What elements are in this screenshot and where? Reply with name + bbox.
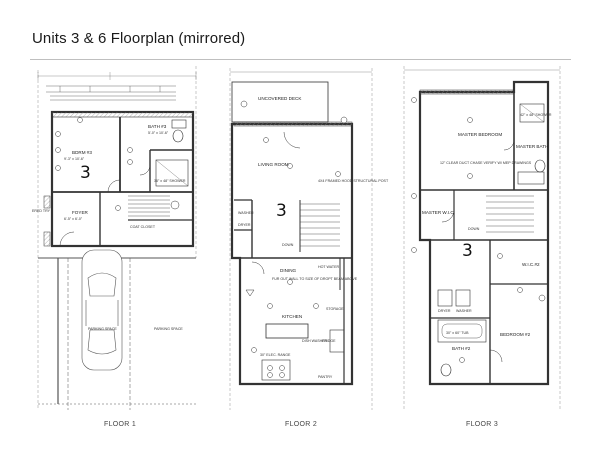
dishwasher-label: DISH WASHER bbox=[302, 339, 328, 343]
dining-label: DINING bbox=[280, 268, 297, 273]
parking-space-1-label: PARKING SPACE bbox=[88, 327, 117, 331]
foyer-dim: 6'-5" x 6'-0" bbox=[64, 217, 83, 221]
duct-chase-note: 12" CLEAR DUCT CHASE VERIFY W/ MEP DRAWI… bbox=[440, 161, 532, 165]
foyer-label: FOYER bbox=[72, 210, 89, 215]
dryer-label-floor-3: DRYER bbox=[438, 309, 451, 313]
entry-edge-text: ERED TRY bbox=[32, 209, 51, 213]
wic-2-label: W.I.C.#2 bbox=[522, 262, 540, 267]
dryer-label: DRYER bbox=[238, 223, 251, 227]
page-title: Units 3 & 6 Floorplan (mirrored) bbox=[32, 30, 246, 47]
unit-number-floor-1: 3 bbox=[80, 163, 91, 183]
floor-2-plan bbox=[229, 68, 373, 410]
down-label-floor-2: DOWN bbox=[282, 243, 294, 247]
bath-3-label: BATH #3 bbox=[148, 124, 167, 129]
car-icon bbox=[81, 249, 123, 371]
unit-number-floor-2: 3 bbox=[276, 201, 287, 221]
bath-3-dim: 5'-0" x 10'-6" bbox=[148, 131, 169, 135]
master-wic-label: MASTER W.I.C. bbox=[422, 210, 455, 215]
shower-label: 36" x 48" SHOWER bbox=[154, 179, 186, 183]
floor-3-labels: MASTER BEDROOM MASTER BATH 42" x 48" SHO… bbox=[422, 113, 552, 351]
unit-number-floor-3: 3 bbox=[462, 241, 473, 261]
floor-3-caption: FLOOR 3 bbox=[466, 421, 499, 428]
dining-note: FUR OUT WALL TO SIZE OF DROPT BEAM ABOVE bbox=[272, 277, 358, 281]
bedroom-2-label: BEDROOM #2 bbox=[500, 332, 531, 337]
floor-2-caption: FLOOR 2 bbox=[285, 421, 318, 428]
tub-label: 30" x 60" TUB bbox=[446, 331, 469, 335]
bedroom-3-label: BDRM #3 bbox=[72, 150, 92, 155]
storage-label: STORAGE bbox=[326, 307, 344, 311]
washer-label: WASHER bbox=[238, 211, 254, 215]
master-bath-label: MASTER BATH bbox=[516, 144, 548, 149]
deck-label: UNCOVERED DECK bbox=[258, 96, 302, 101]
bedroom-3-dim: 9'-3" x 10'-6" bbox=[64, 157, 85, 161]
parking-space-2-label: PARKING SPACE bbox=[154, 327, 183, 331]
range-label: 30" ELEC. RANGE bbox=[260, 353, 291, 357]
washer-label-floor-3: WASHER bbox=[456, 309, 472, 313]
beam-note: 4X4 FRAMED HOOD STRUCTURAL POST bbox=[318, 179, 389, 183]
down-label-floor-3: DOWN bbox=[468, 227, 480, 231]
fridge-label: FRIDGE bbox=[322, 339, 336, 343]
floor-1-caption: FLOOR 1 bbox=[104, 421, 137, 428]
floor-3-plan bbox=[403, 66, 561, 410]
floor-2-labels: UNCOVERED DECK LIVING ROOM 4X4 FRAMED HO… bbox=[238, 96, 389, 379]
title-divider bbox=[30, 59, 571, 60]
pantry-label: PANTRY bbox=[318, 375, 333, 379]
living-room-label: LIVING ROOM bbox=[258, 162, 289, 167]
bath-2-label: BATH #2 bbox=[452, 346, 471, 351]
master-shower-label: 42" x 48" SHOWER bbox=[520, 113, 552, 117]
floor-1-plan bbox=[37, 66, 197, 410]
master-bedroom-label: MASTER BEDROOM bbox=[458, 132, 502, 137]
floor-1-labels: BDRM #3 9'-3" x 10'-6" 3 BATH #3 5'-0" x… bbox=[32, 124, 186, 331]
coat-closet-label: COAT CLOSET bbox=[130, 225, 156, 229]
hot-water-label: HOT WATER bbox=[318, 265, 339, 269]
kitchen-label: KITCHEN bbox=[282, 314, 302, 319]
